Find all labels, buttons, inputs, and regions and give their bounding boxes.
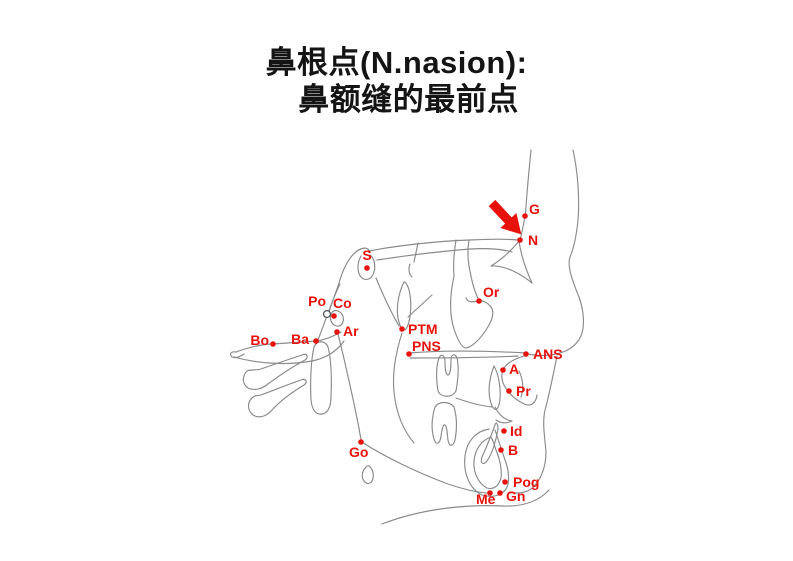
landmark-label-Me: Me: [476, 491, 496, 507]
landmark-dot: [498, 447, 504, 453]
landmark-Ba: Ba: [291, 331, 319, 347]
landmark-dot: [270, 341, 276, 347]
landmark-Po: Po: [308, 293, 332, 319]
landmark-dot: [399, 326, 405, 332]
landmark-label-A: A: [509, 361, 519, 377]
landmark-Pr: Pr: [506, 383, 531, 399]
landmark-ANS: ANS: [523, 346, 563, 362]
landmark-label-S: S: [362, 247, 371, 263]
landmark-label-B: B: [508, 442, 518, 458]
landmark-dot: [313, 338, 319, 344]
landmark-dot: [501, 428, 507, 434]
landmark-Pog: Pog: [502, 474, 539, 490]
landmark-label-Gn: Gn: [506, 488, 525, 504]
landmark-A: A: [500, 361, 519, 377]
landmark-label-Id: Id: [510, 423, 522, 439]
landmark-label-Po: Po: [308, 293, 326, 309]
landmark-label-N: N: [528, 232, 538, 248]
landmark-G: G: [522, 201, 540, 219]
landmark-dot: [406, 351, 412, 357]
landmark-dot: [506, 388, 512, 394]
nasion-arrow-icon: [488, 199, 522, 235]
landmark-label-Pr: Pr: [516, 383, 531, 399]
landmark-label-PTM: PTM: [408, 321, 438, 337]
landmark-PTM: PTM: [399, 321, 438, 337]
landmark-dot: [523, 351, 529, 357]
ceph-tracing-outline: [230, 149, 585, 525]
landmark-Bo: Bo: [250, 332, 276, 348]
landmark-label-Pog: Pog: [513, 474, 539, 490]
title-line-2: 鼻额缝的最前点: [298, 82, 519, 117]
landmark-Or: Or: [476, 284, 500, 304]
landmark-dot: [522, 213, 528, 219]
landmark-label-Bo: Bo: [250, 332, 269, 348]
landmark-dot: [331, 313, 337, 319]
landmark-label-Ba: Ba: [291, 331, 309, 347]
landmark-dot: [476, 298, 482, 304]
landmark-label-Or: Or: [483, 284, 500, 300]
landmark-dot: [334, 329, 340, 335]
landmark-Go: Go: [349, 439, 368, 460]
landmark-Id: Id: [501, 423, 522, 439]
landmark-label-Co: Co: [333, 295, 352, 311]
landmark-dot: [497, 490, 503, 496]
landmark-label-G: G: [529, 201, 540, 217]
landmark-dot: [487, 490, 493, 496]
title-line-1: 鼻根点(N.nasion):: [265, 45, 528, 80]
landmark-label-Ar: Ar: [343, 323, 359, 339]
landmark-Me: Me: [476, 490, 496, 507]
landmark-dot: [517, 237, 523, 243]
landmark-label-ANS: ANS: [533, 346, 563, 362]
landmark-Co: Co: [331, 295, 352, 319]
landmark-dot: [502, 479, 508, 485]
landmark-Gn: Gn: [497, 488, 525, 504]
landmark-label-Go: Go: [349, 444, 368, 460]
landmark-dot: [364, 265, 370, 271]
landmark-PNS: PNS: [406, 338, 441, 357]
landmark-S: S: [362, 247, 372, 271]
page-title: 鼻根点(N.nasion): 鼻额缝的最前点: [0, 44, 793, 118]
landmark-dot: [500, 367, 506, 373]
landmark-Ar: Ar: [334, 323, 359, 339]
landmark-B: B: [498, 442, 518, 458]
landmark-label-PNS: PNS: [412, 338, 441, 354]
landmark-N: N: [517, 232, 538, 248]
porion-ring-marker: [322, 309, 332, 319]
landmark-dot: [358, 439, 364, 445]
